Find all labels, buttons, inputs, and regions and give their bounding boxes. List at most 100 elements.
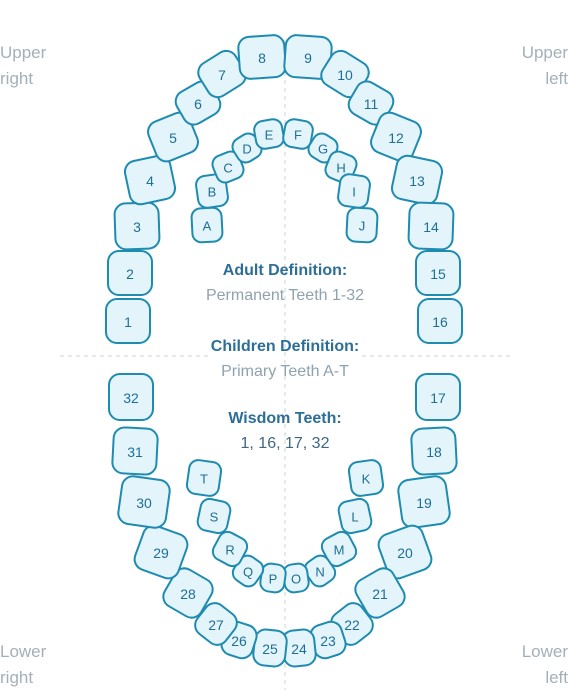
tooth-label: 14 bbox=[423, 219, 439, 235]
tooth-label: L bbox=[351, 510, 358, 525]
tooth-shape bbox=[320, 530, 358, 568]
tooth-label: 29 bbox=[153, 545, 169, 561]
tooth-permanent-16[interactable]: 16 bbox=[417, 298, 463, 344]
tooth-permanent-19[interactable]: 19 bbox=[397, 475, 451, 529]
tooth-shape bbox=[415, 250, 461, 296]
tooth-shape bbox=[162, 567, 214, 619]
tooth-primary-R[interactable]: R bbox=[210, 529, 251, 570]
tooth-shape bbox=[195, 173, 229, 209]
tooth-label: 4 bbox=[146, 173, 154, 189]
tooth-shape bbox=[337, 173, 371, 209]
tooth-label: P bbox=[269, 572, 278, 587]
tooth-permanent-27[interactable]: 27 bbox=[191, 599, 242, 650]
tooth-label: B bbox=[208, 185, 217, 200]
tooth-label: 1 bbox=[124, 314, 132, 330]
tooth-permanent-4[interactable]: 4 bbox=[123, 154, 177, 207]
tooth-label: 30 bbox=[136, 495, 152, 511]
tooth-label: 7 bbox=[218, 67, 226, 83]
tooth-label: 15 bbox=[430, 266, 446, 282]
tooth-label: T bbox=[200, 472, 208, 487]
quadrant-label-line: right bbox=[0, 69, 34, 88]
tooth-shape bbox=[105, 298, 151, 344]
quadrant-label-line: left bbox=[545, 668, 568, 687]
tooth-permanent-13[interactable]: 13 bbox=[390, 154, 444, 207]
adult-definition-title: Adult Definition: bbox=[222, 262, 348, 279]
tooth-label: 8 bbox=[258, 50, 266, 66]
tooth-primary-K[interactable]: K bbox=[347, 459, 385, 497]
tooth-permanent-11[interactable]: 11 bbox=[345, 77, 398, 128]
tooth-primary-A[interactable]: A bbox=[190, 206, 224, 244]
tooth-primary-S[interactable]: S bbox=[196, 497, 232, 535]
tooth-primary-C[interactable]: C bbox=[210, 149, 246, 185]
tooth-permanent-28[interactable]: 28 bbox=[159, 564, 216, 621]
tooth-shape bbox=[133, 524, 189, 580]
tooth-primary-I[interactable]: I bbox=[337, 173, 371, 209]
tooth-permanent-15[interactable]: 15 bbox=[415, 250, 461, 296]
quadrant-label-line: right bbox=[0, 668, 34, 687]
tooth-permanent-29[interactable]: 29 bbox=[132, 523, 191, 582]
tooth-primary-N[interactable]: N bbox=[301, 552, 338, 590]
tooth-label: 21 bbox=[372, 586, 388, 602]
tooth-label: 9 bbox=[304, 50, 312, 66]
tooth-label: I bbox=[352, 185, 356, 200]
tooth-shape bbox=[147, 111, 199, 163]
tooth-primary-L[interactable]: L bbox=[337, 497, 373, 535]
tooth-label: 27 bbox=[208, 617, 224, 633]
tooth-label: 19 bbox=[416, 495, 432, 511]
tooth-permanent-1[interactable]: 1 bbox=[105, 298, 151, 344]
tooth-shape bbox=[185, 459, 223, 497]
tooth-shape bbox=[417, 298, 463, 344]
tooth-primary-T[interactable]: T bbox=[185, 459, 223, 497]
tooth-permanent-30[interactable]: 30 bbox=[117, 475, 171, 529]
tooth-permanent-18[interactable]: 18 bbox=[410, 426, 458, 476]
tooth-primary-J[interactable]: J bbox=[345, 206, 379, 244]
tooth-permanent-10[interactable]: 10 bbox=[317, 47, 373, 101]
tooth-label: 32 bbox=[123, 390, 139, 406]
tooth-permanent-25[interactable]: 25 bbox=[252, 628, 288, 668]
tooth-label: 5 bbox=[169, 130, 177, 146]
tooth-label: 10 bbox=[337, 67, 353, 83]
tooth-label: 3 bbox=[133, 219, 141, 235]
tooth-permanent-5[interactable]: 5 bbox=[145, 109, 202, 164]
tooth-permanent-2[interactable]: 2 bbox=[107, 250, 153, 296]
tooth-shape bbox=[196, 497, 232, 535]
quadrant-upper-left: Upper left bbox=[522, 40, 568, 92]
tooth-primary-Q[interactable]: Q bbox=[229, 552, 266, 590]
tooth-shape bbox=[377, 524, 433, 580]
tooth-label: R bbox=[225, 543, 234, 558]
tooth-primary-F[interactable]: F bbox=[282, 118, 314, 150]
tooth-shape bbox=[347, 459, 385, 497]
tooth-shape bbox=[107, 250, 153, 296]
tooth-label: J bbox=[359, 219, 366, 234]
tooth-shape bbox=[370, 111, 422, 163]
quadrant-label-line: Upper bbox=[521, 43, 568, 62]
tooth-permanent-21[interactable]: 21 bbox=[351, 564, 408, 621]
tooth-label: 28 bbox=[180, 586, 196, 602]
tooth-permanent-31[interactable]: 31 bbox=[111, 426, 159, 476]
tooth-primary-E[interactable]: E bbox=[253, 118, 285, 150]
tooth-permanent-32[interactable]: 32 bbox=[108, 373, 154, 421]
tooth-shape bbox=[111, 426, 159, 476]
tooth-permanent-17[interactable]: 17 bbox=[415, 373, 461, 421]
tooth-primary-O[interactable]: O bbox=[282, 562, 310, 594]
tooth-shape bbox=[108, 373, 154, 421]
wisdom-teeth: Wisdom Teeth: 1, 16, 17, 32 bbox=[135, 407, 435, 457]
tooth-permanent-3[interactable]: 3 bbox=[113, 201, 161, 251]
tooth-label: D bbox=[242, 142, 251, 157]
tooth-shape bbox=[211, 530, 249, 568]
tooth-permanent-12[interactable]: 12 bbox=[368, 109, 425, 164]
tooth-shape bbox=[410, 426, 458, 476]
quadrant-label-line: left bbox=[545, 69, 568, 88]
tooth-primary-M[interactable]: M bbox=[319, 529, 360, 570]
tooth-permanent-8[interactable]: 8 bbox=[237, 34, 287, 80]
children-definition: Children Definition: Primary Teeth A-T bbox=[135, 335, 435, 385]
tooth-label: 26 bbox=[231, 633, 247, 649]
tooth-permanent-14[interactable]: 14 bbox=[407, 201, 455, 251]
tooth-label: 23 bbox=[320, 633, 336, 649]
tooth-label: N bbox=[315, 565, 324, 580]
tooth-permanent-23[interactable]: 23 bbox=[308, 619, 349, 661]
tooth-permanent-20[interactable]: 20 bbox=[376, 523, 435, 582]
tooth-primary-B[interactable]: B bbox=[195, 173, 229, 209]
